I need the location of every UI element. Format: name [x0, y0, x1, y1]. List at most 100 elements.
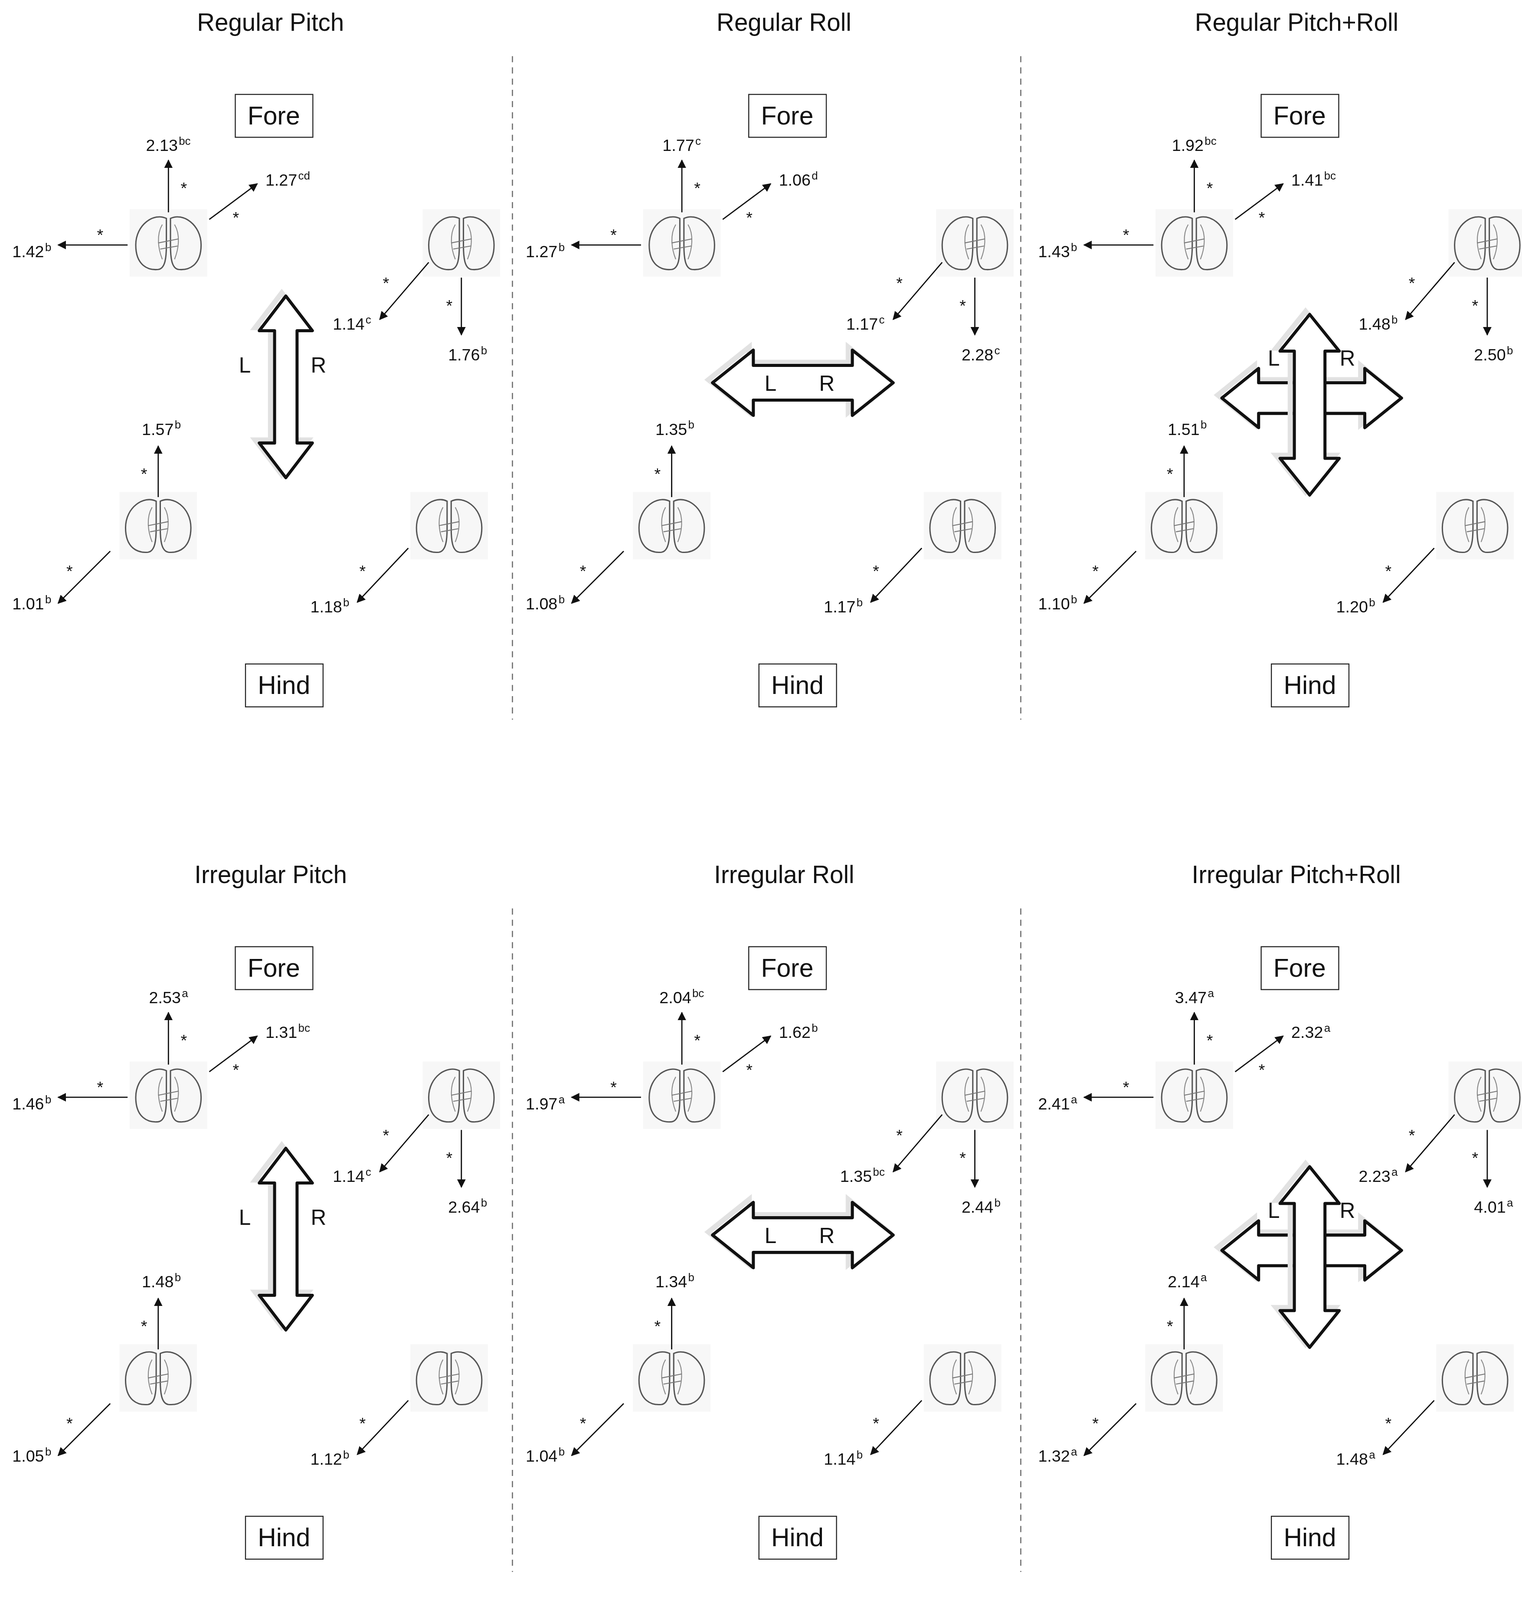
claw-outline	[684, 1069, 715, 1123]
significance-letter: a	[1391, 1165, 1398, 1179]
significance-star: *	[382, 275, 390, 292]
force-arrow	[670, 1298, 673, 1350]
hoof-ground	[129, 209, 208, 277]
mean-value: 1.76	[448, 346, 480, 364]
claw-detail	[687, 224, 692, 260]
force-arrow	[1486, 1129, 1488, 1188]
force-arrow	[157, 1298, 159, 1350]
side-label: L	[238, 353, 252, 375]
mean-value: 2.14	[1167, 1273, 1200, 1291]
force-arrow	[1383, 1400, 1435, 1455]
value-label: 2.53a	[149, 990, 189, 1007]
hoof-drawing	[410, 491, 488, 560]
mean-value: 4.01	[1473, 1198, 1506, 1216]
mean-value: 1.35	[655, 420, 688, 439]
force-arrow	[974, 1129, 976, 1188]
claw-detail	[1200, 1076, 1205, 1112]
value-label: 1.62b	[779, 1024, 819, 1042]
position-box: Fore	[1260, 945, 1339, 990]
mean-value: 2.04	[659, 988, 691, 1007]
significance-letter: a	[558, 1093, 565, 1106]
hoof-drawing	[1145, 1344, 1224, 1412]
hoof-drawing	[1155, 1061, 1234, 1130]
hoof-ground	[422, 209, 501, 277]
mean-value: 1.18	[310, 598, 342, 616]
panel-title: Irregular Roll	[713, 862, 855, 888]
force-arrow	[1083, 244, 1154, 246]
value-label: 1.43b	[1037, 243, 1077, 261]
force-arrow	[58, 1096, 128, 1098]
claw-outline	[673, 1351, 705, 1405]
position-box: Hind	[757, 1515, 837, 1560]
hoof-ground	[632, 1344, 711, 1412]
hoof-sole-line	[661, 1374, 682, 1385]
value-label: 1.27b	[525, 243, 565, 261]
significance-star: *	[896, 275, 903, 292]
claw-outline	[451, 499, 482, 553]
hoof-ground	[410, 491, 488, 560]
value-label: 2.04bc	[659, 990, 704, 1007]
claw-outline	[1476, 499, 1508, 553]
significance-letter: bc	[1324, 169, 1336, 182]
force-arrow	[58, 244, 128, 246]
value-label: 1.14c	[332, 316, 372, 334]
significance-star: *	[693, 1033, 701, 1050]
hoof-drawing	[1436, 491, 1514, 560]
significance-letter: c	[994, 343, 1001, 357]
significance-star: *	[610, 1080, 617, 1097]
significance-star: *	[232, 210, 240, 227]
value-label: 1.48b	[1358, 316, 1398, 334]
motion-arrow	[1279, 1166, 1339, 1348]
claw-outline	[1489, 1069, 1521, 1123]
hoof-sole-line	[438, 521, 460, 533]
claw-detail	[981, 1076, 986, 1112]
mean-value: 1.27	[265, 171, 298, 189]
claw-detail	[455, 1359, 460, 1395]
value-label: 2.14a	[1167, 1273, 1207, 1291]
hoof-sole-line	[451, 238, 472, 250]
claw-outline	[1454, 216, 1486, 270]
hoof-sole-line	[671, 238, 693, 250]
force-arrow	[167, 1012, 170, 1065]
significance-letter: a	[1207, 987, 1214, 1000]
force-arrow	[1193, 1012, 1195, 1065]
claw-outline	[463, 216, 495, 270]
significance-star: *	[1408, 275, 1416, 292]
side-label: L	[764, 372, 777, 394]
claw-outline	[428, 216, 460, 270]
force-arrow	[1183, 1298, 1185, 1350]
hoof-sole-line	[158, 238, 179, 250]
significance-star: *	[445, 1150, 453, 1167]
value-label: 2.13bc	[146, 137, 191, 155]
significance-star: *	[872, 1415, 880, 1433]
significance-star: *	[1166, 1319, 1174, 1336]
box-text: Hind	[1283, 1522, 1336, 1552]
value-label: 1.17b	[823, 598, 863, 616]
mean-value: 2.13	[146, 136, 178, 154]
claw-detail	[1200, 224, 1205, 260]
significance-letter: cd	[298, 169, 311, 182]
significance-star: *	[1258, 210, 1266, 227]
mean-value: 1.17	[823, 598, 856, 616]
force-arrow	[1083, 1403, 1136, 1456]
mean-value: 1.35	[840, 1167, 872, 1185]
significance-star: *	[959, 1150, 966, 1167]
significance-star: *	[1206, 1033, 1214, 1050]
significance-letter: b	[45, 240, 52, 253]
hoof-drawing	[1145, 491, 1224, 560]
value-label: 1.01b	[12, 595, 52, 613]
side-label: R	[1339, 346, 1356, 368]
panel-drawing	[58, 160, 501, 603]
value-label: 1.35b	[655, 421, 695, 439]
mean-value: 1.05	[12, 1447, 44, 1465]
box-text: Fore	[1273, 952, 1326, 982]
hoof-sole-line	[964, 238, 986, 250]
panel-divider	[1020, 55, 1022, 720]
box-text: Fore	[760, 952, 814, 982]
hoof-sole-line	[1476, 1091, 1498, 1102]
panel-title: Irregular Pitch+Roll	[1191, 862, 1401, 888]
hoof-sole-line	[1476, 238, 1498, 250]
value-label: 1.10b	[1037, 595, 1077, 613]
hoof-sole-line	[1184, 1091, 1205, 1102]
position-box: Fore	[234, 945, 314, 990]
